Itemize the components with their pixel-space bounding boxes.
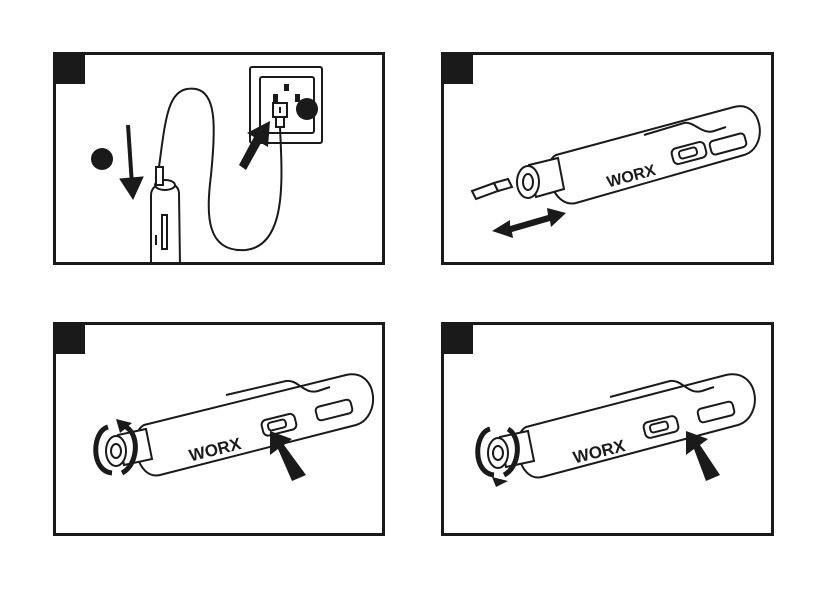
screwdriver-body (106, 374, 373, 475)
step-panel-forward-rotation: WORX (53, 322, 385, 536)
insert-bit-illustration: WORX (444, 55, 771, 262)
arrow-icon (686, 431, 720, 481)
step-marker-dot (91, 148, 113, 170)
bit-icon (472, 179, 512, 199)
screwdriver-body (488, 374, 755, 477)
rotation-arrow-head (492, 477, 508, 487)
usb-plug-icon (273, 103, 287, 127)
arrow-icon (492, 208, 566, 238)
step-panel-reverse-rotation: WORX (441, 322, 774, 536)
charging-illustration (56, 55, 382, 262)
screwdriver-upright (151, 167, 180, 262)
arrow-icon (120, 125, 143, 199)
step-panel-insert-bit: WORX (441, 52, 774, 265)
reverse-illustration: WORX (444, 325, 771, 533)
screwdriver-body (517, 106, 760, 203)
forward-illustration: WORX (56, 325, 382, 533)
step-panel-charging (53, 52, 385, 265)
step-marker-dot (296, 98, 318, 120)
arrow-icon (239, 121, 270, 170)
